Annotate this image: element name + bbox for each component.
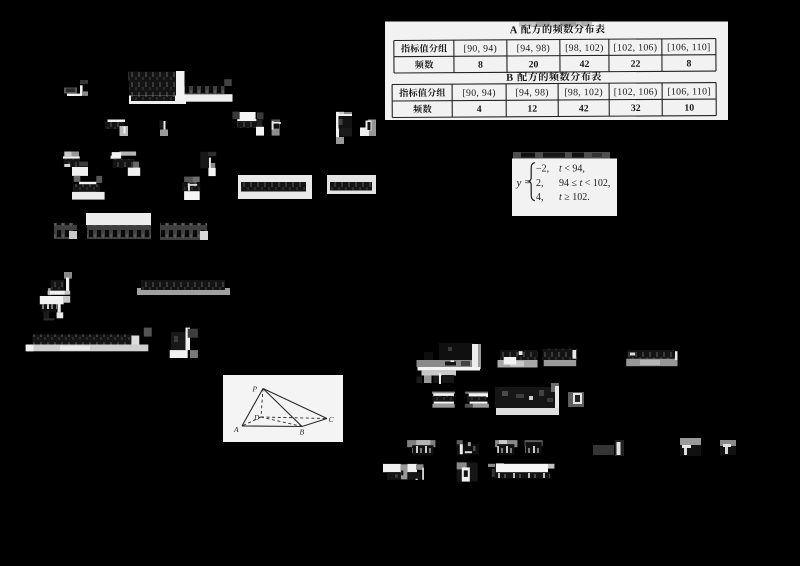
svg-text:42: 42 <box>580 59 590 70</box>
svg-text:94 ≤ t < 102,: 94 ≤ t < 102, <box>559 178 610 189</box>
svg-text:2,: 2, <box>536 178 544 189</box>
svg-text:D: D <box>253 413 260 422</box>
svg-text:20: 20 <box>529 59 539 70</box>
svg-text:42: 42 <box>579 103 589 114</box>
svg-text:32: 32 <box>631 103 641 114</box>
svg-text:4,: 4, <box>536 192 544 203</box>
svg-text:B: B <box>506 73 513 84</box>
svg-text:[90, 94): [90, 94) <box>464 43 497 54</box>
svg-text:=: = <box>525 178 531 189</box>
svg-text:−2,: −2, <box>536 164 549 175</box>
svg-text:[102, 106): [102, 106) <box>613 42 657 53</box>
svg-text:12: 12 <box>527 104 537 115</box>
svg-text:[90, 94): [90, 94) <box>462 88 495 99</box>
svg-text:4: 4 <box>477 104 482 115</box>
svg-text:[102, 106): [102, 106) <box>614 87 658 98</box>
svg-text:[94, 98): [94, 98) <box>517 43 550 54</box>
svg-text:8: 8 <box>686 58 691 69</box>
svg-text:8: 8 <box>478 60 483 71</box>
svg-text:10: 10 <box>684 103 694 114</box>
svg-text:t < 94,: t < 94, <box>559 164 585 175</box>
svg-text:[106, 110]: [106, 110] <box>667 86 711 97</box>
svg-text:t ≥ 102.: t ≥ 102. <box>559 192 590 203</box>
svg-text:A: A <box>233 425 239 434</box>
svg-text:A: A <box>510 25 518 36</box>
svg-text:[98, 102): [98, 102) <box>564 87 603 98</box>
svg-text:P: P <box>252 385 258 394</box>
svg-text:y: y <box>516 177 522 189</box>
svg-text:[106, 110]: [106, 110] <box>667 42 711 53</box>
svg-text:22: 22 <box>631 59 641 70</box>
svg-text:B: B <box>300 428 305 437</box>
svg-text:[98, 102): [98, 102) <box>565 43 604 54</box>
svg-text:[94, 98): [94, 98) <box>515 87 548 98</box>
svg-text:C: C <box>329 415 335 424</box>
